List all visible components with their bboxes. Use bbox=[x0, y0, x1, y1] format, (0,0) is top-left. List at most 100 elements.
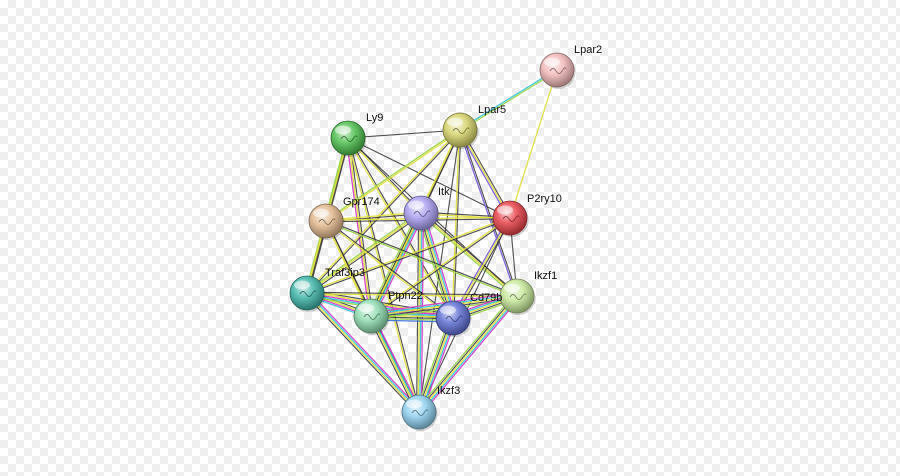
edge-itk-ikzf1 bbox=[419, 211, 519, 298]
edge-line-black bbox=[368, 316, 418, 414]
edge-line-black bbox=[348, 137, 421, 412]
node-sphere[interactable] bbox=[330, 120, 366, 156]
node-sphere[interactable] bbox=[353, 298, 389, 334]
edge-line-black bbox=[326, 219, 454, 318]
structure-icon bbox=[318, 218, 336, 225]
node-sphere[interactable] bbox=[492, 200, 528, 236]
node-ikzf1[interactable] bbox=[499, 278, 536, 315]
edge-line-yellow bbox=[418, 295, 518, 413]
node-label-lpar2: Lpar2 bbox=[574, 44, 602, 56]
edge-line-black bbox=[421, 211, 519, 296]
node-sphere[interactable] bbox=[442, 112, 478, 148]
edge-line-yellow bbox=[346, 138, 421, 215]
edge-line-black bbox=[347, 129, 461, 139]
node-p2ry10[interactable] bbox=[492, 200, 529, 237]
structure-icon bbox=[509, 293, 527, 300]
node-cd79b[interactable] bbox=[435, 300, 472, 337]
node-gpr174[interactable] bbox=[308, 203, 345, 240]
node-label-itk: Itk bbox=[438, 186, 450, 198]
edge-lpar5-traf3ip3 bbox=[305, 129, 461, 294]
edge-line-green bbox=[325, 128, 460, 221]
edge-line-yellow bbox=[305, 129, 460, 293]
structure-icon bbox=[363, 313, 381, 320]
edge-line-magenta bbox=[420, 297, 520, 415]
node-sphere[interactable] bbox=[308, 203, 344, 239]
node-label-cd79b: Cd79b bbox=[470, 292, 502, 304]
node-ikzf3[interactable] bbox=[401, 394, 438, 431]
edge-line-black bbox=[307, 213, 423, 295]
node-sphere[interactable] bbox=[403, 195, 439, 231]
edge-line-purple bbox=[458, 130, 517, 297]
edge-ikzf1-ikzf3 bbox=[416, 293, 520, 415]
edge-lpar5-ikzf1 bbox=[458, 129, 519, 297]
edge-line-black bbox=[369, 212, 421, 316]
edge-line-black bbox=[453, 130, 462, 319]
node-highlight bbox=[358, 303, 374, 313]
edge-ly9-ptpn22 bbox=[345, 137, 374, 317]
labels-layer: Lpar2Lpar5Ly9ItkP2ry10Gpr174Traf3ip3Ptpn… bbox=[325, 44, 602, 397]
edge-line-black bbox=[460, 129, 519, 296]
edge-ly9-ikzf3 bbox=[346, 137, 421, 413]
node-label-ikzf3: Ikzf3 bbox=[437, 385, 460, 397]
edge-gpr174-ikzf1 bbox=[325, 219, 518, 298]
edge-itk-ptpn22 bbox=[367, 211, 425, 318]
node-highlight bbox=[313, 208, 329, 218]
edge-line-green bbox=[460, 70, 558, 132]
edge-traf3ip3-ikzf3 bbox=[304, 290, 422, 415]
node-label-traf3ip3: Traf3ip3 bbox=[325, 267, 365, 279]
structure-icon bbox=[502, 215, 520, 222]
node-lpar5[interactable] bbox=[442, 112, 479, 149]
node-highlight bbox=[408, 200, 424, 210]
edge-line-black bbox=[304, 294, 418, 415]
edge-line-green bbox=[305, 211, 421, 293]
node-highlight bbox=[497, 205, 513, 215]
structure-icon bbox=[299, 290, 317, 297]
edge-itk-traf3ip3 bbox=[305, 211, 423, 295]
edge-line-black bbox=[418, 213, 452, 319]
edge-lpar5-cd79b bbox=[451, 129, 462, 319]
edge-line-green bbox=[367, 211, 419, 315]
edge-line-black bbox=[307, 130, 461, 294]
edge-line-yellow bbox=[325, 221, 453, 320]
edge-line-magenta bbox=[370, 292, 517, 314]
structure-icon bbox=[452, 127, 470, 134]
node-sphere[interactable] bbox=[401, 394, 437, 430]
edge-line-yellow bbox=[451, 129, 460, 318]
edge-line-black bbox=[417, 294, 517, 412]
edge-lpar2-p2ry10 bbox=[509, 69, 558, 219]
node-sphere[interactable] bbox=[539, 52, 575, 88]
edge-gpr174-cd79b bbox=[325, 219, 454, 320]
nodes-layer bbox=[289, 52, 576, 431]
node-label-ptpn22: Ptpn22 bbox=[388, 290, 423, 302]
edge-line-black bbox=[347, 137, 511, 219]
edge-line-cyan bbox=[421, 212, 456, 318]
structure-icon bbox=[340, 135, 358, 142]
node-itk[interactable] bbox=[403, 195, 440, 232]
node-sphere[interactable] bbox=[289, 275, 325, 311]
edge-line-magenta bbox=[372, 314, 422, 412]
node-traf3ip3[interactable] bbox=[289, 275, 326, 312]
edge-traf3ip3-ikzf1 bbox=[306, 291, 518, 298]
node-ptpn22[interactable] bbox=[353, 298, 390, 335]
node-label-gpr174: Gpr174 bbox=[343, 196, 380, 208]
edge-line-black bbox=[307, 218, 511, 295]
node-sphere[interactable] bbox=[499, 278, 535, 314]
node-lpar2[interactable] bbox=[539, 52, 576, 89]
edge-line-yellow bbox=[509, 69, 558, 219]
node-highlight bbox=[504, 283, 520, 293]
node-sphere[interactable] bbox=[435, 300, 471, 336]
edge-line-cyan bbox=[371, 213, 424, 317]
node-ly9[interactable] bbox=[330, 120, 367, 157]
edge-line-magenta bbox=[345, 138, 371, 317]
node-highlight bbox=[335, 125, 351, 135]
node-label-ikzf1: Ikzf1 bbox=[534, 270, 557, 282]
edge-lpar5-gpr174 bbox=[325, 128, 461, 223]
structure-icon bbox=[413, 210, 431, 217]
edge-line-yellow bbox=[306, 212, 422, 294]
node-highlight bbox=[447, 117, 463, 127]
edge-line-green bbox=[419, 213, 517, 298]
edge-ptpn22-ikzf3 bbox=[368, 314, 422, 414]
node-highlight bbox=[406, 399, 422, 409]
